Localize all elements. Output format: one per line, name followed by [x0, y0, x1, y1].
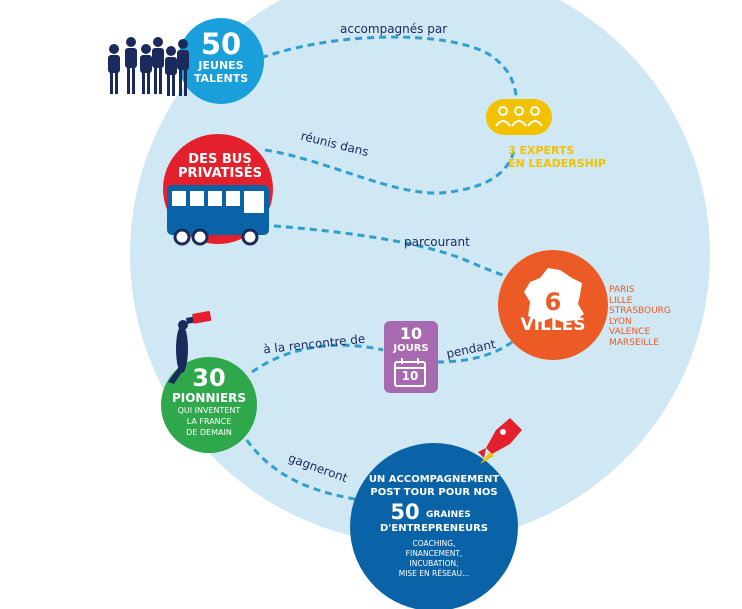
talents-line2: TALENTS: [193, 72, 249, 85]
connector-label-travelling: parcourant: [404, 235, 470, 249]
cities-list: PARIS LILLE STRASBOURG LYON VALENCE MARS…: [609, 285, 689, 348]
cities-number: 6: [544, 288, 562, 316]
connector-label-accompanied: accompagnés par: [340, 22, 448, 36]
pioneers-number: 30: [192, 364, 226, 392]
pioneers-line2: LA FRANCE: [186, 417, 232, 426]
dashed-path: [238, 35, 520, 502]
france-map-icon: [524, 268, 584, 322]
background-circle: [130, 0, 710, 544]
support-line1: UN ACCOMPAGNEMENT: [368, 474, 500, 485]
days-label: JOURS: [393, 343, 429, 354]
support-small2: FINANCEMENT,: [405, 549, 463, 558]
support-line2: POST TOUR POUR NOS: [370, 487, 498, 498]
group-people-icon: [108, 37, 189, 96]
pioneers-label: PIONNIERS: [171, 391, 247, 405]
talents-number: 50: [200, 27, 242, 61]
cities-label: VILLES: [520, 315, 586, 335]
pioneers-line3: DE DEMAIN: [186, 428, 232, 437]
city-item: LILLE: [609, 295, 633, 306]
support-number: 50: [390, 500, 420, 524]
pioneers-line1: QUI INVENTENT: [177, 406, 241, 415]
city-item: PARIS: [609, 285, 635, 295]
support-line3: D'ENTREPRENEURS: [380, 523, 488, 534]
bus-line2: PRIVATISÉS: [178, 166, 262, 181]
support-small1: COACHING,: [412, 539, 456, 548]
three-people-icon: [495, 106, 543, 127]
support-circle: [350, 443, 518, 609]
bus-line1: DES BUS: [188, 152, 252, 167]
talents-line1: JEUNES: [198, 59, 244, 72]
calendar-icon: [394, 358, 426, 387]
experts-line1: 3 EXPERTS: [508, 144, 575, 157]
experts-badge: [486, 99, 552, 135]
talents-circle: [178, 18, 264, 104]
days-number: 10: [399, 324, 423, 343]
calendar-day: 10: [401, 369, 419, 383]
support-small4: MISE EN RÉSEAU...: [398, 569, 470, 578]
city-item: STRASBOURG: [609, 306, 671, 316]
support-number-suffix: GRAINES: [426, 510, 471, 520]
bus-icon: [167, 185, 269, 246]
support-small3: INCUBATION,: [409, 559, 459, 568]
pioneers-circle: [161, 357, 257, 453]
experts-line2: EN LEADERSHIP: [508, 157, 606, 170]
lookout-telescope-icon: [168, 311, 212, 384]
rocket-icon: [478, 418, 522, 464]
city-item: LYON: [609, 316, 632, 327]
city-item: VALENCE: [609, 327, 651, 337]
city-item: MARSEILLE: [609, 337, 659, 348]
